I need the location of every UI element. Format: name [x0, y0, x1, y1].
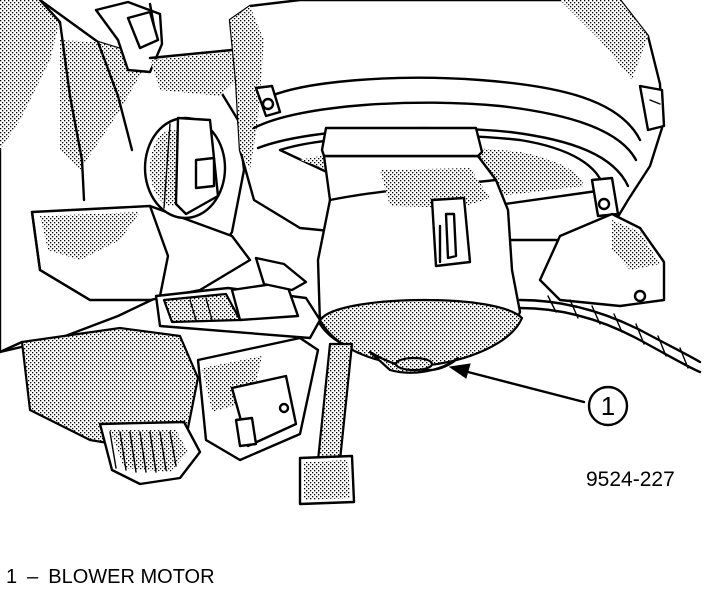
callout-number: 1: [600, 391, 616, 421]
legend-item-text: BLOWER MOTOR: [48, 566, 215, 588]
round-connector: [143, 116, 227, 220]
mounting-flange: [538, 212, 666, 308]
lower-bracket: [196, 336, 356, 506]
figure-id-label: 9524-227: [586, 468, 675, 491]
legend: 1–BLOWER MOTOR: [6, 566, 215, 589]
blower-motor: [316, 126, 524, 374]
lower-duct: [0, 326, 202, 486]
resistor-connector: [154, 256, 322, 340]
wire-harness: [518, 295, 702, 374]
callout-leader: [448, 363, 629, 427]
callout-circle: [587, 385, 629, 427]
legend-item-separator: –: [27, 566, 39, 588]
vent-fins: [109, 431, 177, 473]
legend-item-number: 1: [6, 566, 18, 588]
